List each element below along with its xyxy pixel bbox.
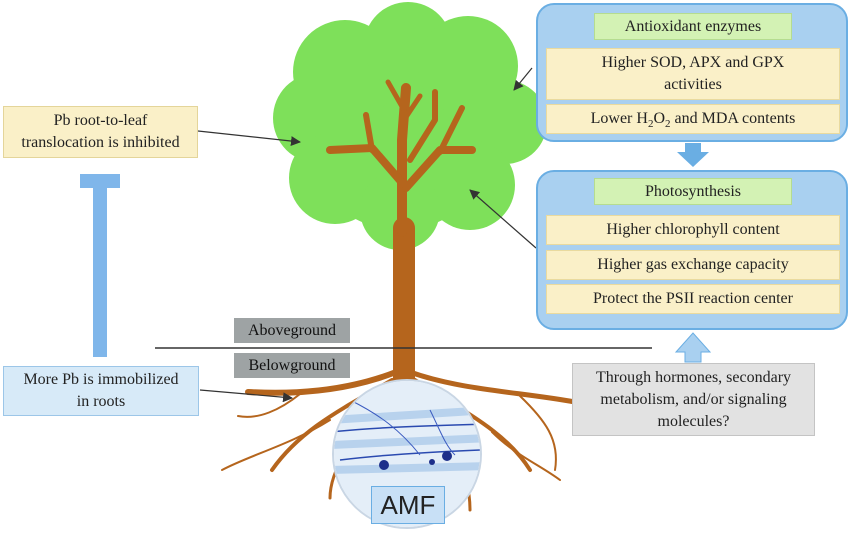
arrow-roots [199, 389, 293, 403]
pb-immobilized-box: More Pb is immobilized in roots [3, 366, 199, 416]
photosynthesis-item: Protect the PSII reaction center [546, 284, 840, 314]
arrow-translocation-to-canopy [197, 130, 301, 147]
antioxidant-title: Antioxidant enzymes [594, 13, 792, 40]
antioxidant-panel: Antioxidant enzymes Higher SOD, APX and … [536, 3, 848, 142]
arrow-photosynthesis-to-canopy [469, 189, 537, 249]
antioxidant-item-h2o2: Lower H2O2 and MDA contents [546, 104, 840, 134]
h2o2-post: and MDA contents [670, 110, 796, 127]
mechanism-box: Through hormones, secondary metabolism, … [572, 363, 815, 436]
belowground-label: Belowground [234, 353, 350, 378]
antioxidant-item-1-line-2: activities [664, 76, 722, 93]
inhibition-symbol [80, 174, 120, 357]
amf-label: AMF [371, 486, 445, 524]
tree-canopy [273, 2, 547, 250]
immobilized-line-1: More Pb is immobilized [23, 371, 179, 388]
photosynthesis-title: Photosynthesis [594, 178, 792, 205]
mechanism-line-2: metabolism, and/or signaling [600, 391, 787, 408]
arrow-antioxidant-to-photosynthesis [677, 143, 709, 167]
aboveground-label: Aboveground [234, 318, 350, 343]
h2o2-mid: O [653, 110, 665, 127]
mechanism-line-3: molecules? [657, 413, 730, 430]
photosynthesis-panel: Photosynthesis Higher chlorophyll conten… [536, 170, 848, 330]
arrow-antioxidant-to-canopy [513, 67, 533, 91]
immobilized-line-2: in roots [76, 393, 126, 410]
h2o2-pre: Lower H [590, 110, 648, 127]
antioxidant-item-enzymes: Higher SOD, APX and GPX activities [546, 48, 840, 100]
photosynthesis-item: Higher chlorophyll content [546, 215, 840, 245]
photosynthesis-item: Higher gas exchange capacity [546, 250, 840, 280]
mechanism-line-1: Through hormones, secondary [595, 369, 792, 386]
tree-trunk [326, 79, 476, 391]
translocation-line-2: translocation is inhibited [21, 134, 180, 151]
h2o2-sub-1: 2 [647, 118, 654, 131]
arrow-mechanism-to-photosynthesis [674, 332, 712, 363]
h2o2-sub-2: 2 [665, 118, 671, 131]
translocation-inhibited-box: Pb root-to-leaf translocation is inhibit… [3, 106, 198, 158]
antioxidant-item-1-line-1: Higher SOD, APX and GPX [601, 54, 785, 71]
connector-arrows [197, 67, 537, 403]
translocation-line-1: Pb root-to-leaf [53, 112, 148, 129]
